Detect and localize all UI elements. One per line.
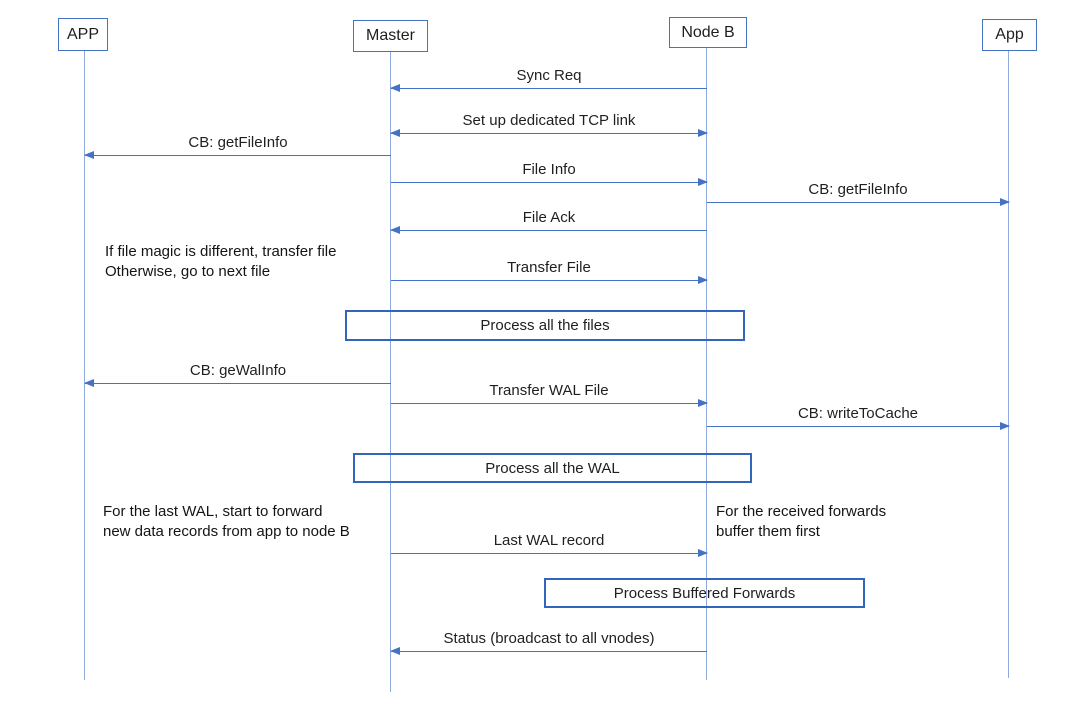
lifeline-master <box>390 52 391 692</box>
arrowhead-left <box>84 379 94 387</box>
actor-node-b: Node B <box>669 17 747 48</box>
note-file-magic: If file magic is different, transfer fil… <box>105 243 337 280</box>
message-line <box>85 155 391 156</box>
message-line <box>707 426 1009 427</box>
message-label: Transfer WAL File <box>489 382 609 399</box>
message-line <box>391 553 707 554</box>
process-box-files: Process all the files <box>345 310 745 341</box>
message-line <box>391 182 707 183</box>
message-line <box>85 383 391 384</box>
message-line <box>391 133 707 134</box>
message-line <box>391 651 707 652</box>
actor-master: Master <box>353 20 428 52</box>
message-label: Status (broadcast to all vnodes) <box>443 630 655 647</box>
arrowhead-right <box>698 399 708 407</box>
actor-app-left: APP <box>58 18 108 51</box>
arrowhead-left <box>390 84 400 92</box>
message-label: Transfer File <box>507 259 591 276</box>
message-label: Sync Req <box>516 67 582 84</box>
message-line <box>391 403 707 404</box>
message-label: CB: getFileInfo <box>188 134 288 151</box>
message-line <box>391 280 707 281</box>
message-line <box>707 202 1009 203</box>
arrowhead-right <box>698 129 708 137</box>
note-last-wal-forward: For the last WAL, start to forward new d… <box>103 503 350 540</box>
arrowhead-left <box>390 647 400 655</box>
message-label: Set up dedicated TCP link <box>462 112 636 129</box>
lifeline-node-b <box>706 48 707 680</box>
message-line <box>391 88 707 89</box>
message-label: File Info <box>522 161 576 178</box>
actor-app-right: App <box>982 19 1037 51</box>
note-buffer-forwards: For the received forwards buffer them fi… <box>716 503 887 540</box>
process-box-wal: Process all the WAL <box>353 453 752 483</box>
message-line <box>391 230 707 231</box>
message-label: CB: geWalInfo <box>189 362 287 379</box>
lifeline-app-right <box>1008 51 1009 678</box>
lifeline-app-left <box>84 51 85 680</box>
arrowhead-right <box>1000 198 1010 206</box>
message-label: CB: getFileInfo <box>808 181 908 198</box>
arrowhead-right <box>698 178 708 186</box>
arrowhead-right <box>698 276 708 284</box>
message-label: File Ack <box>522 209 576 226</box>
arrowhead-left <box>390 129 400 137</box>
message-label: CB: writeToCache <box>797 405 919 422</box>
arrowhead-left <box>84 151 94 159</box>
process-box-buffered-forwards: Process Buffered Forwards <box>544 578 865 608</box>
message-label: Last WAL record <box>493 532 605 549</box>
arrowhead-right <box>698 549 708 557</box>
arrowhead-right <box>1000 422 1010 430</box>
arrowhead-left <box>390 226 400 234</box>
